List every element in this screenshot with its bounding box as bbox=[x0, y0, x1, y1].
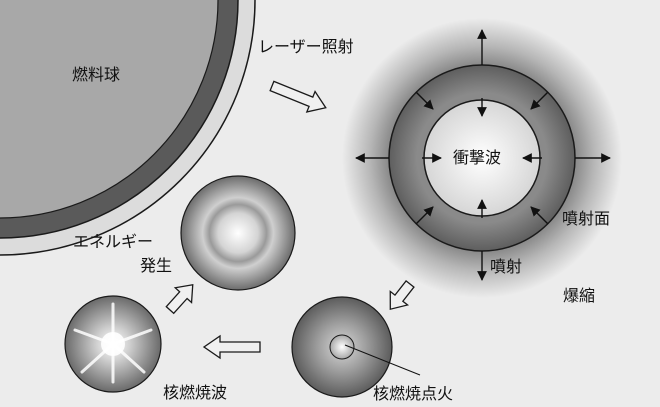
ablation-outward-arrows bbox=[355, 29, 611, 281]
burn-wave-label: 核燃焼波 bbox=[163, 383, 227, 402]
implosion-label: 爆縮 bbox=[563, 286, 595, 305]
hollow-arrow-laser bbox=[269, 80, 327, 113]
fuel-pellet bbox=[0, 0, 256, 256]
fuel-pellet-label: 燃料球 bbox=[72, 65, 120, 84]
burn-wave-sphere bbox=[64, 295, 162, 393]
ablation-label: 噴射 bbox=[490, 257, 522, 276]
implosion-inward-arrows bbox=[415, 91, 549, 225]
ignition-sphere bbox=[291, 296, 393, 398]
energy-label-line1: エネルギー bbox=[73, 232, 153, 251]
ignition-label: 核燃焼点火 bbox=[373, 384, 453, 403]
energy-label-line2: 発生 bbox=[140, 256, 172, 275]
hollow-arrow-to-ignition bbox=[389, 280, 415, 311]
ignition-pointer-line bbox=[344, 344, 421, 376]
ablation-surface-label: 噴射面 bbox=[562, 209, 610, 228]
laser-irradiation-label: レーザー照射 bbox=[258, 37, 354, 56]
hollow-arrow-to-energy bbox=[165, 283, 194, 315]
hollow-arrow-to-burn bbox=[202, 334, 261, 360]
implosion-sphere bbox=[342, 18, 622, 298]
shock-wave-label: 衝撃波 bbox=[453, 148, 501, 167]
energy-sphere bbox=[180, 175, 296, 291]
